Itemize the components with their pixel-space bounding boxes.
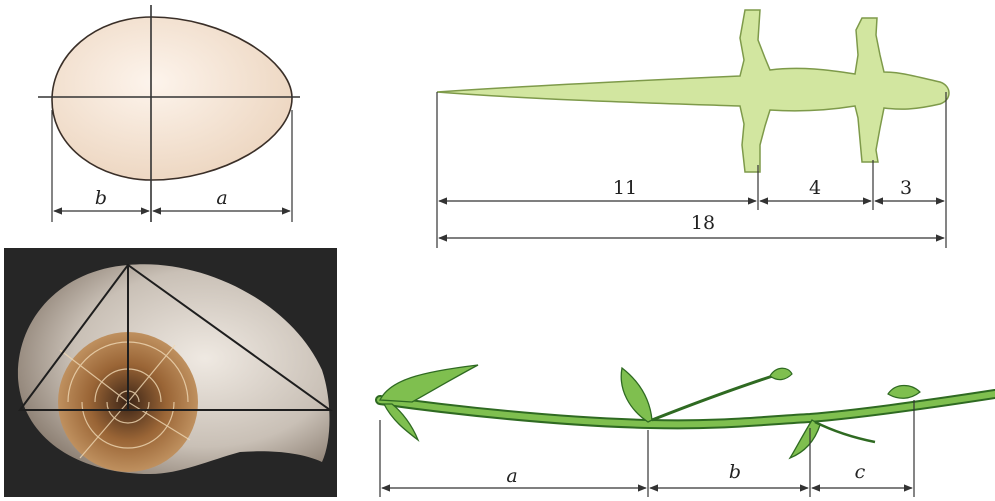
branch-twig [652, 372, 785, 420]
egg-figure: b a [38, 5, 300, 222]
lizard-label-tail: 11 [613, 177, 637, 199]
branch-node-leaf-2 [790, 420, 820, 458]
egg-shape [52, 17, 292, 180]
branch-label-b: b [729, 461, 741, 483]
branch-tip-leaf [380, 365, 478, 402]
lizard-label-total: 18 [691, 212, 715, 234]
lizard-label-head: 3 [900, 177, 912, 199]
nautilus-photo [4, 248, 337, 497]
branch-twig-bud [770, 368, 792, 379]
branch-node-leaf [621, 368, 652, 422]
branch-label-a: a [506, 465, 517, 487]
branch-label-c: c [855, 461, 866, 483]
branch-node-twig-2 [815, 422, 875, 442]
branch-node-bud-3 [888, 386, 920, 399]
egg-label-a: a [216, 187, 227, 209]
lizard-silhouette [437, 10, 949, 172]
lizard-label-body: 4 [809, 177, 821, 199]
branch-figure: a b c [380, 365, 995, 497]
lizard-figure: 11 4 3 18 [437, 10, 949, 248]
egg-label-b: b [95, 187, 107, 209]
